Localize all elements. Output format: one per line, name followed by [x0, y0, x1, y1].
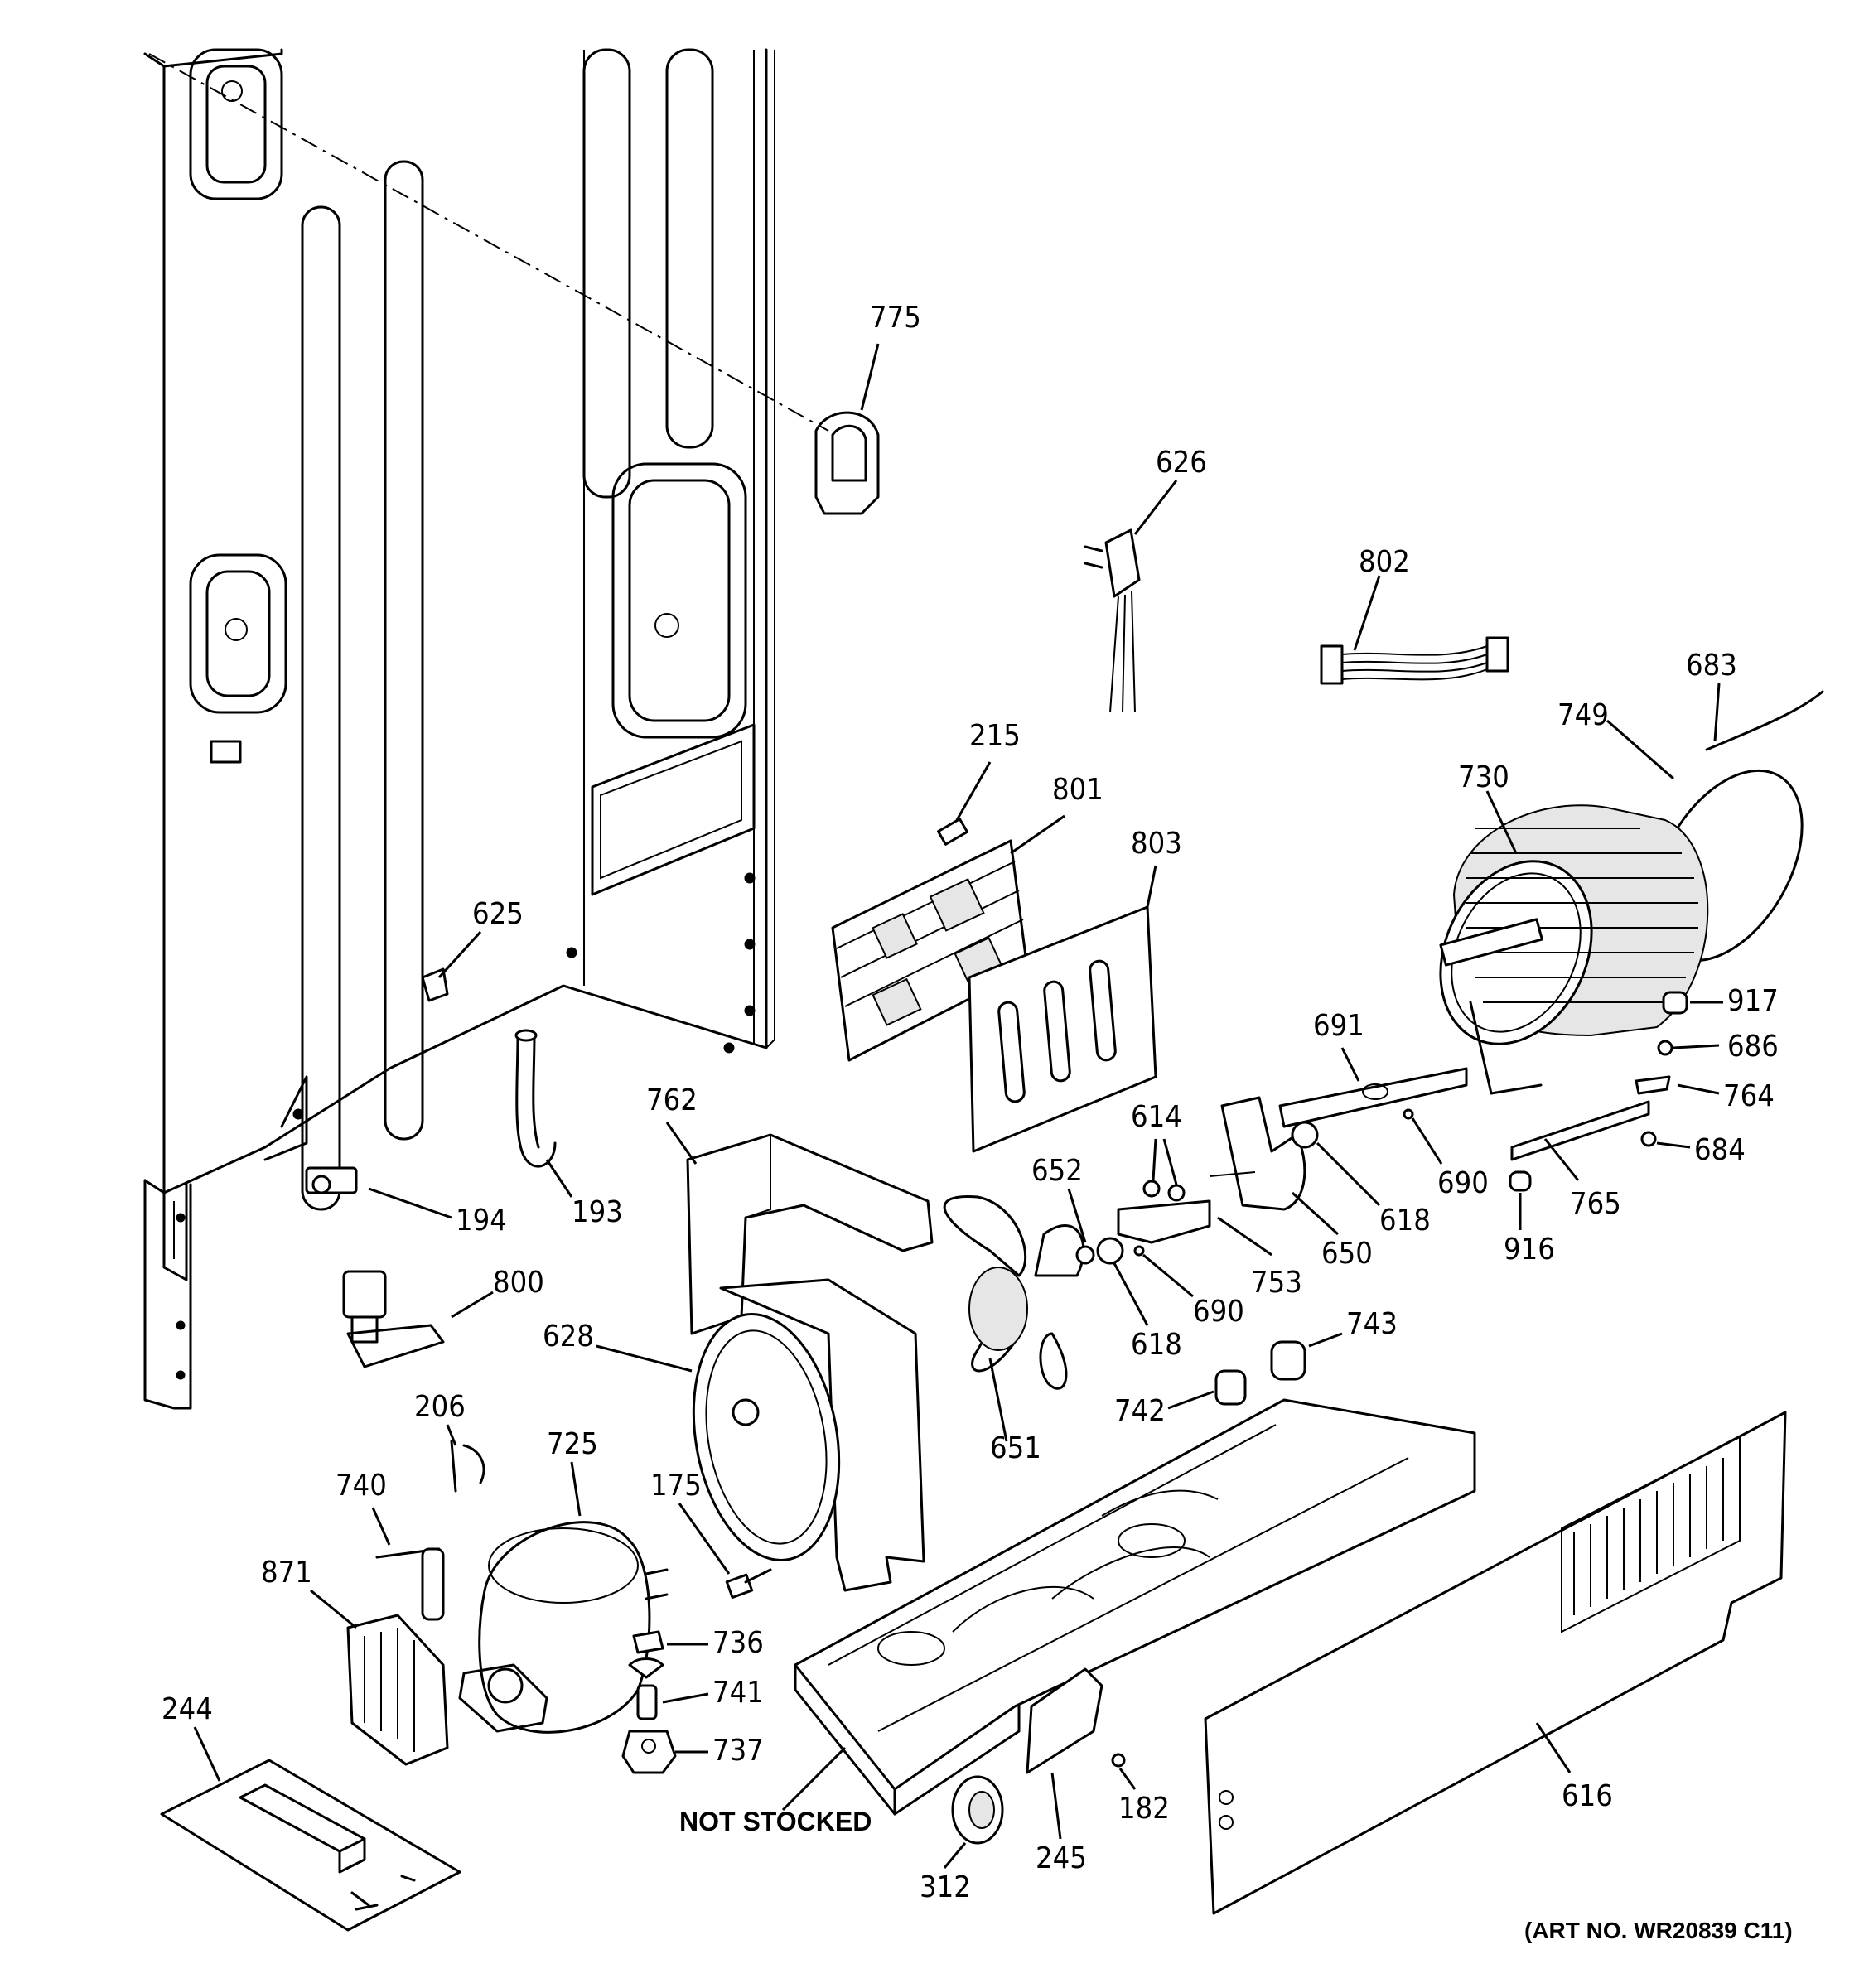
part-691-bracket: [1278, 1047, 1468, 1128]
callout-614: 614: [1131, 1100, 1182, 1134]
callout-730: 730: [1458, 760, 1509, 794]
part-618a-grommet: [1096, 1237, 1149, 1326]
callout-762: 762: [646, 1083, 698, 1117]
callout-753: 753: [1251, 1266, 1302, 1300]
part-743-bumper: [1270, 1332, 1343, 1381]
part-626-cord: [1084, 480, 1178, 713]
part-683-tie: [1705, 683, 1824, 751]
callout-182: 182: [1118, 1792, 1170, 1826]
art-number: (ART NO. WR20839 C11): [1524, 1918, 1793, 1943]
callout-628: 628: [543, 1320, 594, 1353]
part-871-relay: [310, 1589, 449, 1766]
callout-765: 765: [1570, 1187, 1621, 1221]
callout-245: 245: [1036, 1841, 1087, 1875]
callout-683: 683: [1686, 649, 1737, 683]
callout-651: 651: [990, 1431, 1041, 1465]
cabinet-back-panel: [143, 48, 775, 1410]
callout-labels: 775 626 802 683 749 730 215 801 803 917 …: [162, 301, 1793, 1943]
callout-616: 616: [1562, 1779, 1613, 1813]
part-194-clamp: [305, 1166, 452, 1219]
part-753-bracket: [1117, 1199, 1272, 1257]
callout-625: 625: [472, 897, 524, 931]
part-686-screw: [1657, 1040, 1720, 1056]
part-614-grommets: [1142, 1138, 1186, 1202]
part-312-roller: [943, 1775, 1004, 1869]
callout-684: 684: [1694, 1133, 1746, 1167]
callout-917: 917: [1727, 984, 1779, 1018]
callout-244: 244: [162, 1692, 213, 1726]
callout-312: 312: [920, 1870, 971, 1904]
part-916-bumper: [1509, 1170, 1532, 1230]
callout-618-right: 618: [1379, 1204, 1431, 1238]
part-215-connector: [937, 761, 992, 846]
callout-690-left: 690: [1193, 1295, 1244, 1329]
mounting-line: [148, 53, 829, 432]
part-736-clip: [628, 1630, 708, 1679]
part-690b-screw: [1403, 1108, 1443, 1165]
part-193-tube: [514, 1029, 573, 1198]
callout-802: 802: [1359, 545, 1410, 579]
part-764-clip: [1635, 1075, 1720, 1095]
callout-725: 725: [547, 1427, 598, 1461]
callout-650: 650: [1321, 1237, 1373, 1271]
part-625-clip: [421, 930, 482, 1002]
part-802-harness: [1320, 575, 1509, 685]
callout-871: 871: [261, 1556, 312, 1590]
callout-740: 740: [336, 1469, 387, 1503]
part-206-harness: [446, 1424, 485, 1493]
part-690a-screw: [1133, 1245, 1194, 1298]
part-762-duct: [665, 1122, 934, 1335]
callout-742: 742: [1114, 1394, 1166, 1428]
callout-916: 916: [1504, 1233, 1555, 1267]
callout-691: 691: [1313, 1009, 1364, 1043]
part-616-access-panel: [1204, 1411, 1787, 1915]
callout-737: 737: [712, 1734, 764, 1768]
part-917-bumper: [1662, 991, 1723, 1015]
part-765-brace: [1510, 1100, 1650, 1181]
callout-175: 175: [650, 1469, 702, 1503]
part-182-screw: [1111, 1753, 1137, 1790]
part-740-dryer: [371, 1507, 445, 1621]
callout-743: 743: [1346, 1307, 1398, 1341]
callout-801: 801: [1052, 773, 1103, 807]
part-175-bolt: [678, 1503, 772, 1600]
part-737-mount: [621, 1730, 708, 1774]
part-801-control-board: [831, 814, 1065, 1062]
callout-618-left: 618: [1131, 1328, 1182, 1362]
callout-652: 652: [1031, 1154, 1083, 1188]
callout-690-right: 690: [1437, 1166, 1489, 1200]
part-725-compressor: [458, 1461, 669, 1734]
part-742-bumper: [1167, 1369, 1247, 1410]
part-684-screw: [1640, 1131, 1691, 1149]
callout-215: 215: [969, 719, 1021, 753]
part-730-condenser-coil: [1439, 790, 1709, 1095]
part-775-bracket: [814, 343, 880, 515]
machine-compartment-base: [781, 1398, 1476, 1816]
part-741-grommet: [636, 1684, 709, 1720]
callout-194: 194: [456, 1204, 507, 1238]
part-245-bracket: [1026, 1667, 1103, 1840]
callout-193: 193: [572, 1195, 623, 1229]
callout-764: 764: [1723, 1079, 1775, 1113]
not-stocked-note: NOT STOCKED: [679, 1807, 872, 1836]
part-651-fan-blade: [943, 1194, 1085, 1442]
part-628-fan-shroud: [596, 1278, 925, 1592]
callout-741: 741: [712, 1676, 764, 1710]
callout-800: 800: [493, 1266, 544, 1300]
part-800-water-valve: [342, 1270, 494, 1368]
callout-736: 736: [712, 1626, 764, 1660]
callout-626: 626: [1156, 446, 1207, 480]
part-244-bracket: [160, 1726, 461, 1932]
part-803-cover-panel: [968, 865, 1157, 1153]
callout-206: 206: [414, 1390, 466, 1424]
callout-749: 749: [1557, 698, 1609, 732]
part-650-motor: [1209, 1096, 1340, 1236]
callout-803: 803: [1131, 827, 1182, 861]
part-652-spacer: [1067, 1188, 1095, 1265]
callout-686: 686: [1727, 1030, 1779, 1064]
callout-775: 775: [870, 301, 921, 335]
